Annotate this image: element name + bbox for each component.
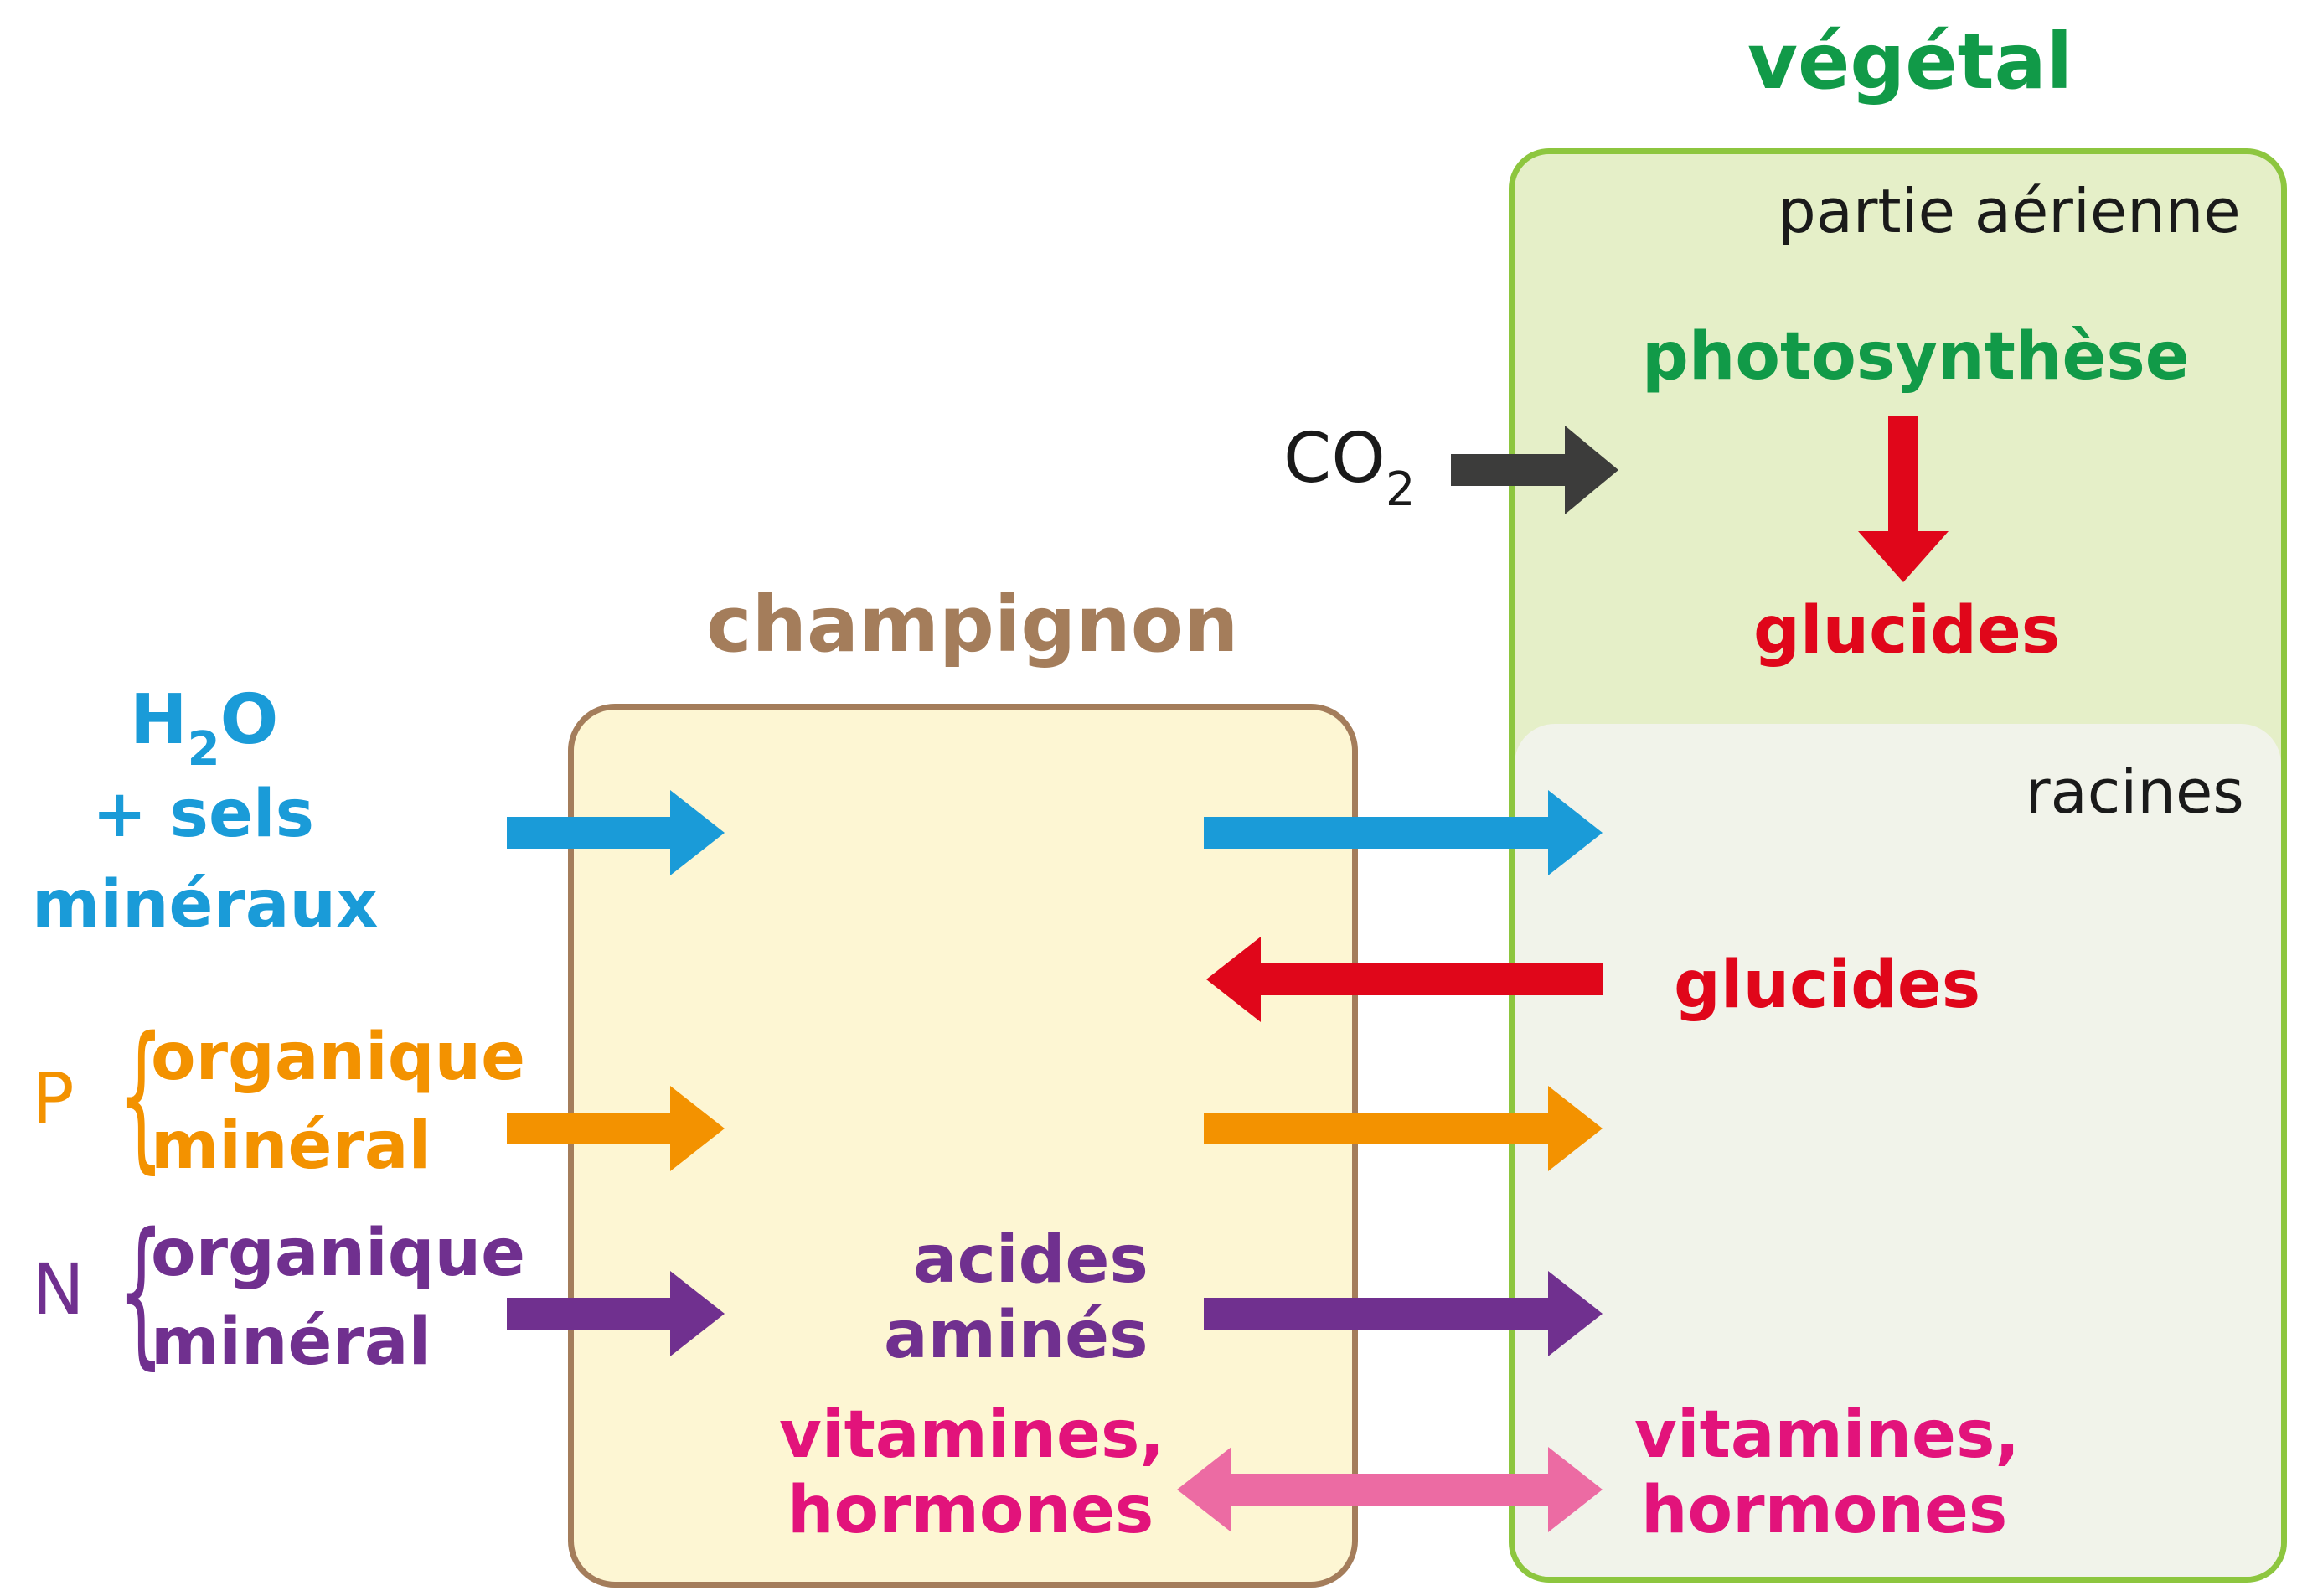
plant-vitamins-line1: vitamines, — [1634, 1397, 2021, 1473]
fungus-vitamins-line1: vitamines, — [779, 1397, 1165, 1473]
phosphorus-brace: { — [118, 1003, 164, 1188]
fungus-vitamins-line2: hormones — [787, 1473, 1154, 1548]
water-in-arrow — [507, 790, 725, 875]
aerial-part-label: partie aérienne — [1778, 176, 2241, 246]
glucides-roots-label: glucides — [1674, 948, 1981, 1023]
hormones-exchange-arrow — [1177, 1447, 1603, 1532]
amino-acids-line1: acides — [913, 1222, 1148, 1298]
phosphorus-organic-label: organique — [151, 1020, 526, 1095]
nitrogen-letter: N — [32, 1248, 85, 1330]
nitrogen-organic-label: organique — [151, 1216, 526, 1291]
co2-main: CO — [1283, 419, 1386, 498]
minerals-label: minéraux — [32, 867, 379, 943]
amino-acids-line2: aminés — [884, 1298, 1148, 1373]
glucides-to-fungus-arrow — [1206, 937, 1603, 1022]
roots-zone — [1515, 724, 2281, 1577]
nitrogen-in-arrow — [507, 1271, 725, 1356]
water-out-arrow — [1204, 790, 1603, 875]
fungus-title: champignon — [706, 580, 1239, 669]
photosynthesis-to-glucides-arrow — [1858, 416, 1949, 582]
water-label: H2O — [130, 680, 279, 777]
phosphorus-out-arrow — [1204, 1086, 1603, 1171]
plant-box — [1509, 148, 2287, 1583]
water-subscript: 2 — [187, 722, 220, 777]
salts-label: + sels — [92, 777, 315, 852]
co2-arrow — [1451, 426, 1618, 514]
phosphorus-in-arrow — [507, 1086, 725, 1171]
nitrogen-mineral-label: minéral — [151, 1304, 431, 1380]
plant-vitamins-line2: hormones — [1641, 1473, 2008, 1548]
co2-subscript: 2 — [1385, 462, 1416, 517]
water-o: O — [219, 680, 279, 760]
photosynthesis-label: photosynthèse — [1642, 319, 2190, 395]
phosphorus-letter: P — [32, 1057, 75, 1139]
plant-title: végétal — [1747, 17, 2073, 106]
glucides-aerial-label: glucides — [1753, 593, 2061, 669]
nitrogen-brace: { — [118, 1199, 164, 1384]
roots-label: racines — [2026, 757, 2244, 827]
phosphorus-mineral-label: minéral — [151, 1108, 431, 1184]
nitrogen-out-arrow — [1204, 1271, 1603, 1356]
co2-label: CO2 — [1283, 419, 1415, 517]
water-h: H — [130, 680, 188, 760]
